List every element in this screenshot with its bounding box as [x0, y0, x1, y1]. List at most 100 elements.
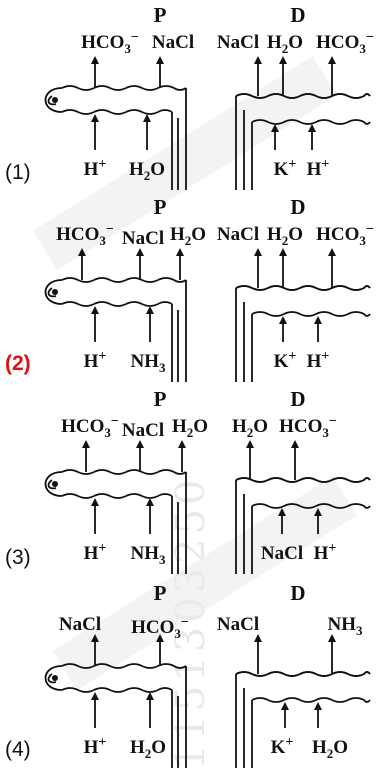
segment-label-left: P: [154, 581, 167, 605]
label-right-top: HCO3−: [316, 222, 374, 248]
label-right-top: H2O: [232, 416, 268, 440]
label-left-bottom: H2O: [129, 159, 165, 183]
label-left-bottom: H+: [84, 735, 107, 758]
nephron-diagram: P D HCO3− NaCl H2O H+ NH3 NaCl H2O HCO3− K+ H+: [44, 195, 374, 382]
option-number-2[interactable]: (2): [5, 352, 31, 375]
arrow-left-out-2: [156, 634, 164, 666]
label-left-top: H2O: [170, 224, 206, 248]
label-right-bottom: H+: [307, 349, 330, 372]
option-diagram-2: P D HCO3− NaCl H2O H+ NH3 NaCl H2O HCO3− K+ H+: [0, 192, 385, 384]
label-left-top: H2O: [172, 416, 208, 440]
segment-label-right: D: [290, 387, 305, 411]
arrow-right-out-2: [291, 440, 299, 480]
label-right-top: NaCl: [217, 614, 259, 635]
arrow-left-in-2: [146, 498, 154, 534]
label-right-bottom: H2O: [312, 737, 348, 761]
arrow-right-out-2: [279, 248, 287, 288]
arrow-right-in-1: [278, 508, 286, 534]
arrow-right-out-1: [246, 440, 254, 480]
label-right-top: H2O: [267, 224, 303, 248]
distal-tubule: [235, 93, 371, 190]
arrow-left-out-2: [136, 248, 144, 280]
arrow-left-in-1: [91, 498, 99, 534]
label-right-bottom: K+: [274, 349, 297, 372]
arrow-left-out-1: [91, 56, 99, 88]
label-right-top: H2O: [267, 32, 303, 56]
proximal-tubule: [44, 85, 187, 190]
arrow-left-out-2: [136, 440, 144, 472]
label-right-bottom: NaCl: [261, 543, 303, 564]
proximal-tubule: [44, 277, 187, 382]
arrow-left-out-1: [78, 248, 86, 280]
option-number-3[interactable]: (3): [5, 546, 31, 569]
label-left-bottom: H+: [84, 349, 107, 372]
distal-tubule: [235, 477, 371, 574]
label-left-top: NaCl: [122, 420, 164, 441]
arrow-right-out-1: [254, 248, 262, 288]
label-right-top: NH3: [328, 614, 364, 638]
segment-label-right: D: [290, 3, 305, 27]
arrow-left-in-2: [143, 114, 151, 150]
distal-tubule: [235, 671, 371, 768]
label-left-top: HCO3−: [61, 414, 119, 440]
arrow-right-in-2: [308, 124, 316, 150]
arrow-left-out-3: [178, 440, 186, 472]
arrow-right-in-2: [314, 508, 322, 534]
segment-label-right: D: [290, 581, 305, 605]
label-right-bottom: K+: [274, 157, 297, 180]
label-right-top: NaCl: [217, 32, 259, 53]
label-left-bottom: NH3: [131, 351, 167, 375]
label-left-top: HCO3−: [56, 222, 114, 248]
arrow-right-in-1: [271, 124, 279, 150]
option-number-4[interactable]: (4): [5, 738, 31, 761]
arrow-right-in-1: [281, 702, 289, 728]
segment-label-left: P: [154, 195, 167, 219]
label-right-bottom: K+: [271, 735, 294, 758]
label-left-top: HCO3−: [81, 30, 139, 56]
arrow-right-out-3: [328, 248, 336, 288]
proximal-tubule: [44, 469, 187, 574]
arrow-right-in-2: [314, 316, 322, 342]
label-left-bottom: H+: [84, 541, 107, 564]
arrow-right-in-1: [279, 316, 287, 342]
segment-label-left: P: [154, 387, 167, 411]
distal-tubule: [235, 285, 371, 382]
arrow-left-in-1: [91, 692, 99, 728]
option-number-1[interactable]: (1): [5, 161, 31, 184]
arrow-left-out-1: [82, 440, 90, 472]
label-left-bottom: NH3: [131, 543, 167, 567]
arrow-right-out-3: [328, 56, 336, 96]
label-left-top: NaCl: [152, 32, 194, 53]
arrow-right-out-2: [328, 634, 336, 674]
label-right-bottom: H+: [314, 541, 337, 564]
label-left-top: NaCl: [59, 614, 101, 635]
label-right-top: HCO3−: [279, 414, 337, 440]
arrow-right-out-2: [279, 56, 287, 96]
arrow-right-out-1: [254, 634, 262, 674]
label-right-top: HCO3−: [316, 30, 374, 56]
arrow-right-in-2: [314, 702, 322, 728]
arrow-left-in-1: [91, 306, 99, 342]
label-right-top: NaCl: [217, 224, 259, 245]
segment-label-left: P: [154, 3, 167, 27]
arrow-left-in-1: [91, 114, 99, 150]
arrow-left-in-2: [146, 306, 154, 342]
arrow-left-out-3: [176, 248, 184, 280]
label-left-bottom: H+: [84, 157, 107, 180]
label-left-top: NaCl: [122, 228, 164, 249]
arrow-left-out-2: [156, 56, 164, 88]
label-left-top: HCO3−: [131, 615, 189, 641]
segment-label-right: D: [290, 195, 305, 219]
arrow-left-in-2: [146, 692, 154, 728]
label-right-bottom: H+: [307, 157, 330, 180]
arrow-right-out-1: [254, 56, 262, 96]
arrow-left-out-1: [91, 634, 99, 666]
label-left-bottom: H2O: [130, 737, 166, 761]
proximal-tubule: [44, 663, 187, 768]
